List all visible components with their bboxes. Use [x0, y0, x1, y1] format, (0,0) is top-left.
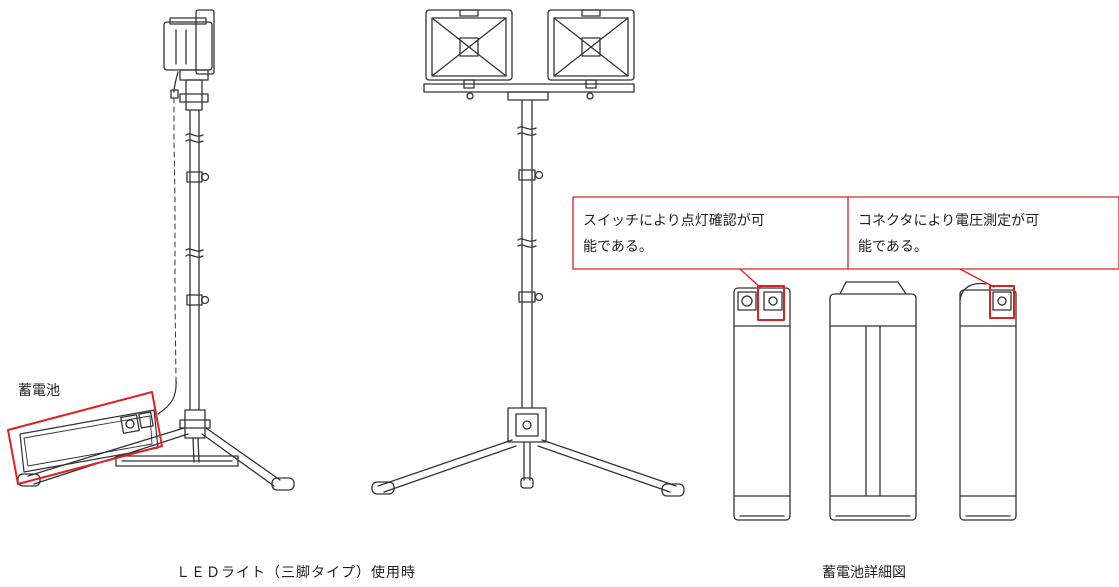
tripod-light-front-view [371, 9, 685, 497]
battery-label: 蓄電池 [18, 383, 60, 399]
highlight-markers [7, 196, 1119, 485]
battery-detail-views [733, 281, 1017, 521]
tripod-light-side-view [17, 9, 295, 491]
left-figure-caption: ＬＥＤライト（三脚タイプ）使用時 [176, 565, 416, 581]
switch-callout-text: スイッチにより点灯確認が可 能である。 [583, 213, 765, 255]
right-figure-caption: 蓄電池詳細図 [822, 565, 906, 581]
connector-callout-text: コネクタにより電圧測定が可 能である。 [858, 213, 1040, 255]
